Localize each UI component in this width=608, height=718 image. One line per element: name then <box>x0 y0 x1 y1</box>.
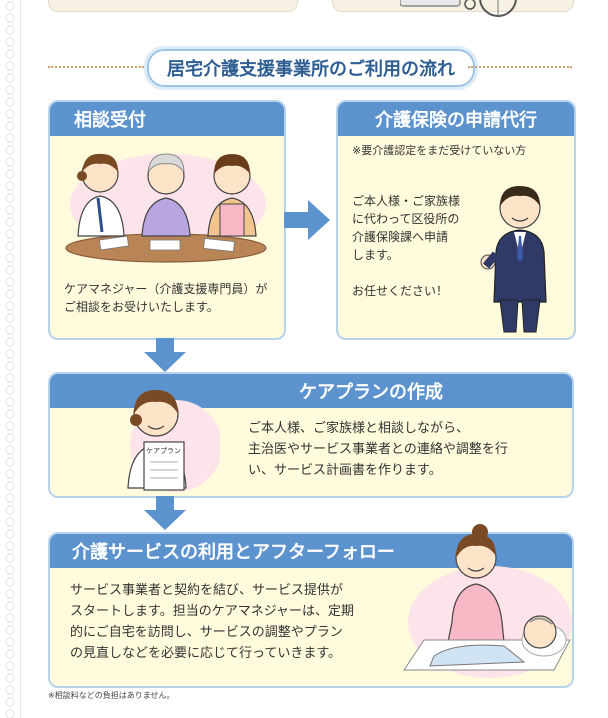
step-application-subnote: ※要介護認定をまだ受けていない方 <box>352 144 527 157</box>
title-divider-left <box>48 66 144 68</box>
step-careplan-line-3: い、サービス計画書を作ります。 <box>248 463 442 478</box>
step-application-line-5 <box>352 264 482 282</box>
care-manager-with-plan-illustration <box>127 390 220 492</box>
step-careplan-header: ケアプランの作成 <box>50 374 572 408</box>
step-application-header: 介護保険の申請代行 <box>338 102 574 136</box>
step-careplan-body: ご本人様、ご家族様と相談しながら、 主治医やサービス事業者との連絡や調整を行 い… <box>248 418 562 481</box>
step-service-line-3: 的にご自宅を訪問し、サービスの調整やプラン <box>70 625 343 640</box>
step-service-body: サービス事業者と契約を結び、サービス提供が スタートします。担当のケアマネジャー… <box>70 580 410 664</box>
step-consultation-title: 相談受付 <box>74 110 146 131</box>
step-application-line-6: お任せください！ <box>352 284 449 298</box>
wheelchair-illustration <box>400 0 517 17</box>
step-service-line-2: スタートします。担当のケアマネジャーは、定期 <box>70 604 355 619</box>
step-application-body: ご本人様・ご家族様 に代わって区役所の 介護保険課へ申請 します。 お任せくださ… <box>352 192 482 300</box>
step-application-line-3: 介護保険課へ申請 <box>352 230 449 244</box>
step-application-line-1: ご本人様・ご家族様 <box>352 194 461 208</box>
step-service-line-4: の見直しなどを必要に応じて行っていきます。 <box>70 646 342 661</box>
step-application-card: 介護保険の申請代行 ※要介護認定をまだ受けていない方 ご本人様・ご家族様 に代わ… <box>336 100 576 340</box>
step-application-title: 介護保険の申請代行 <box>375 110 537 131</box>
step-consultation-card: 相談受付 ケアマネジャー（介護支援専門員）が ご相談をお受けいたします。 <box>48 100 286 340</box>
consultation-meeting-illustration <box>65 153 267 263</box>
step-careplan-line-1: ご本人様、ご家族様と相談しながら、 <box>248 421 470 436</box>
step-consultation-header: 相談受付 <box>50 102 284 136</box>
previous-section-card-left <box>48 0 298 12</box>
step-consultation-body: ケアマネジャー（介護支援専門員）が ご相談をお受けいたします。 <box>64 280 278 316</box>
fee-note: ※相談料などの負担はありません。 <box>48 691 175 700</box>
notebook-binding-edge <box>0 0 21 718</box>
arrow-down-icon-1 <box>144 338 186 372</box>
flow-title-area: 居宅介護支援事業所のご利用の流れ <box>48 44 572 90</box>
step-service-title: 介護サービスの利用とアフターフォロー <box>72 542 395 563</box>
care-plan-paper-label: ケアプラン <box>146 447 181 455</box>
step-service-line-1: サービス事業者と契約を結び、サービス提供が <box>70 583 344 598</box>
step-consultation-line-1: ケアマネジャー（介護支援専門員）が <box>64 282 268 296</box>
step-careplan-title: ケアプランの作成 <box>299 382 443 403</box>
title-divider-right <box>468 66 572 68</box>
step-application-line-4: します。 <box>352 248 399 262</box>
step-consultation-line-2: ご相談をお受けいたします。 <box>64 300 219 314</box>
flow-section-title: 居宅介護支援事業所のご利用の流れ <box>144 46 478 90</box>
step-careplan-line-2: 主治医やサービス事業者との連絡や調整を行 <box>248 442 508 457</box>
caregiver-with-patient-illustration <box>403 524 572 678</box>
arrow-down-icon-2 <box>144 496 186 530</box>
arrow-right-icon <box>284 200 330 240</box>
step-application-line-2: に代わって区役所の <box>352 212 460 226</box>
businessman-illustration <box>480 186 547 333</box>
